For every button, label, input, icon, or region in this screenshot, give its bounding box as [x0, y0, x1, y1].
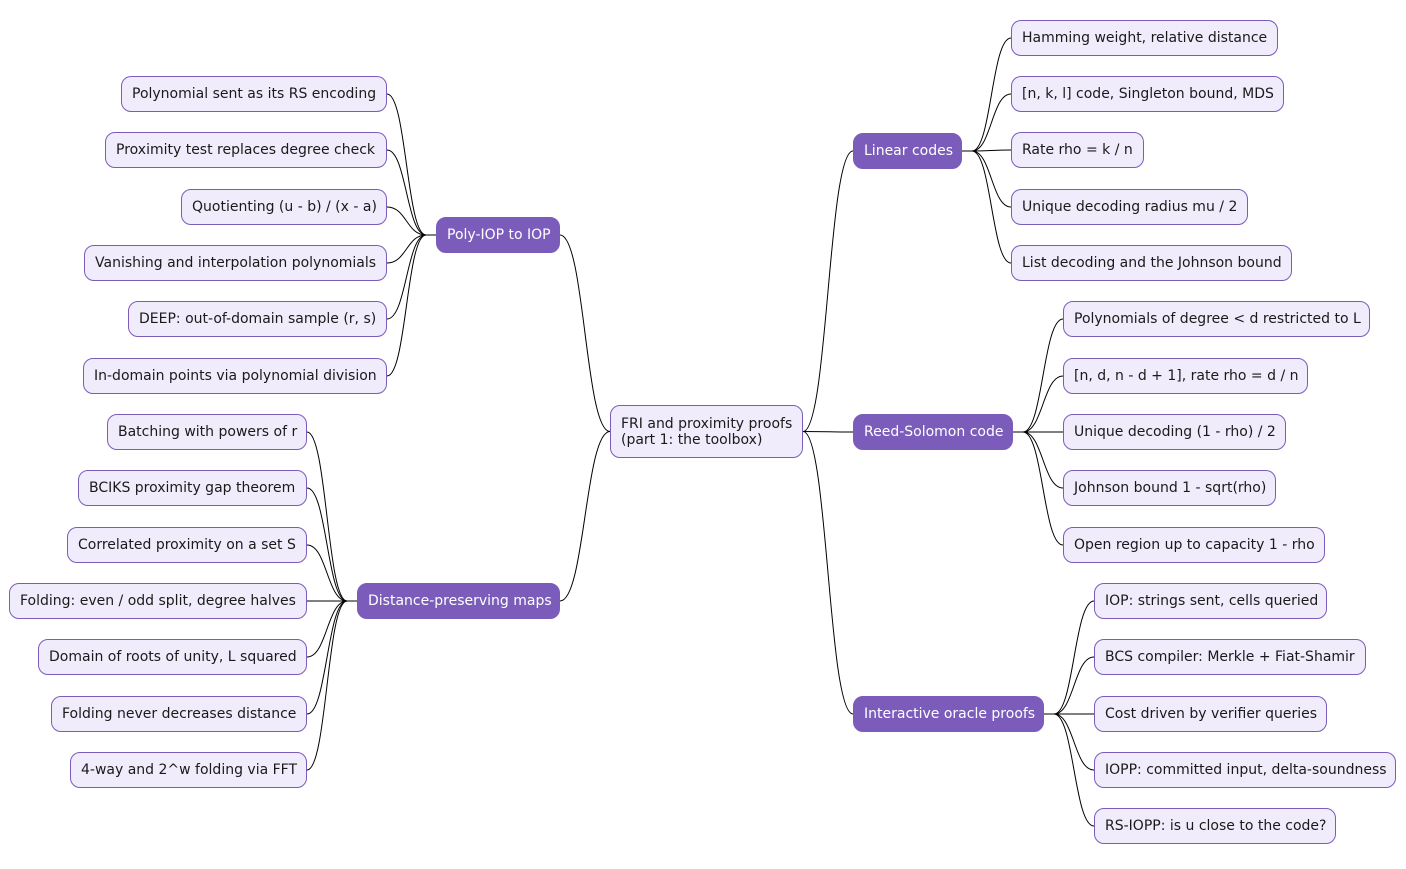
- connector-root-branch-interactive-oracle-proofs: [802, 431, 854, 715]
- connector-leaf-list-decoding: [971, 150, 1012, 264]
- connector-leaf-roots-of-unity: [306, 600, 348, 658]
- branch-interactive-oracle-proofs: Interactive oracle proofs: [853, 696, 1044, 732]
- leaf-batching: Batching with powers of r: [107, 414, 307, 450]
- leaf-open-region: Open region up to capacity 1 - rho: [1063, 527, 1325, 563]
- connector-leaf-proximity-test: [386, 149, 427, 236]
- connector-leaf-iopp: [1053, 713, 1095, 771]
- leaf-unique-decoding: Unique decoding (1 - rho) / 2: [1063, 414, 1286, 450]
- connector-root-branch-reed-solomon-code: [802, 431, 854, 433]
- connector-leaf-unique-decoding-radius: [971, 150, 1012, 208]
- connector-root-branch-poly-iop-to-iop: [559, 234, 611, 432]
- connector-leaf-hamming-weight: [971, 37, 1012, 152]
- connector-leaf-singleton-bound: [971, 93, 1012, 152]
- leaf-in-domain-points: In-domain points via polynomial division: [83, 358, 387, 394]
- connector-leaf-bcs-compiler: [1053, 656, 1095, 715]
- leaf-rs-iopp: RS-IOPP: is u close to the code?: [1094, 808, 1336, 844]
- leaf-singleton-bound: [n, k, l] code, Singleton bound, MDS: [1011, 76, 1284, 112]
- connector-leaf-iop-strings: [1053, 600, 1095, 715]
- connector-root-branch-distance-preserving-maps: [559, 431, 611, 602]
- branch-distance-preserving-maps: Distance-preserving maps: [357, 583, 560, 619]
- connector-leaf-in-domain-points: [386, 234, 427, 377]
- connector-leaf-open-region: [1022, 431, 1064, 546]
- connector-leaf-folding-distance: [306, 600, 348, 715]
- leaf-iopp: IOPP: committed input, delta-soundness: [1094, 752, 1396, 788]
- leaf-johnson-bound: Johnson bound 1 - sqrt(rho): [1063, 470, 1276, 506]
- leaf-folding-split: Folding: even / odd split, degree halves: [9, 583, 307, 619]
- leaf-list-decoding: List decoding and the Johnson bound: [1011, 245, 1292, 281]
- branch-poly-iop-to-iop: Poly-IOP to IOP: [436, 217, 560, 253]
- leaf-bciks-theorem: BCIKS proximity gap theorem: [78, 470, 307, 506]
- connector-leaf-rate-rho: [971, 149, 1012, 152]
- leaf-unique-decoding-radius: Unique decoding radius mu / 2: [1011, 189, 1248, 225]
- connector-leaf-batching: [306, 431, 348, 602]
- leaf-roots-of-unity: Domain of roots of unity, L squared: [38, 639, 307, 675]
- branch-linear-codes: Linear codes: [853, 133, 962, 169]
- connector-leaf-rs-iopp: [1053, 713, 1095, 827]
- connector-leaf-rs-parameters: [1022, 375, 1064, 433]
- leaf-rate-rho: Rate rho = k / n: [1011, 132, 1144, 168]
- leaf-bcs-compiler: BCS compiler: Merkle + Fiat-Shamir: [1094, 639, 1366, 675]
- leaf-correlated-proximity: Correlated proximity on a set S: [67, 527, 307, 563]
- leaf-folding-distance: Folding never decreases distance: [51, 696, 307, 732]
- leaf-iop-strings: IOP: strings sent, cells queried: [1094, 583, 1327, 619]
- leaf-polynomials-degree: Polynomials of degree < d restricted to …: [1063, 301, 1370, 337]
- leaf-deep-sample: DEEP: out-of-domain sample (r, s): [128, 301, 387, 337]
- connector-leaf-correlated-proximity: [306, 544, 348, 602]
- leaf-quotienting: Quotienting (u - b) / (x - a): [181, 189, 387, 225]
- connector-leaf-quotienting: [386, 206, 427, 236]
- root-node: FRI and proximity proofs (part 1: the to…: [610, 405, 803, 458]
- connector-leaf-johnson-bound: [1022, 431, 1064, 489]
- connector-leaf-4-way-folding: [306, 600, 348, 771]
- connector-leaf-deep-sample: [386, 234, 427, 320]
- connector-leaf-bciks-theorem: [306, 487, 348, 602]
- leaf-rs-parameters: [n, d, n - d + 1], rate rho = d / n: [1063, 358, 1308, 394]
- leaf-proximity-test: Proximity test replaces degree check: [105, 132, 387, 168]
- leaf-hamming-weight: Hamming weight, relative distance: [1011, 20, 1278, 56]
- leaf-verifier-cost: Cost driven by verifier queries: [1094, 696, 1327, 732]
- connector-leaf-rs-encoding: [386, 93, 427, 236]
- leaf-vanishing-polynomials: Vanishing and interpolation polynomials: [84, 245, 387, 281]
- branch-reed-solomon-code: Reed-Solomon code: [853, 414, 1013, 450]
- connector-root-branch-linear-codes: [802, 150, 854, 432]
- connector-leaf-vanishing-polynomials: [386, 234, 427, 264]
- connector-leaf-polynomials-degree: [1022, 318, 1064, 433]
- leaf-rs-encoding: Polynomial sent as its RS encoding: [121, 76, 387, 112]
- leaf-4-way-folding: 4-way and 2^w folding via FFT: [70, 752, 307, 788]
